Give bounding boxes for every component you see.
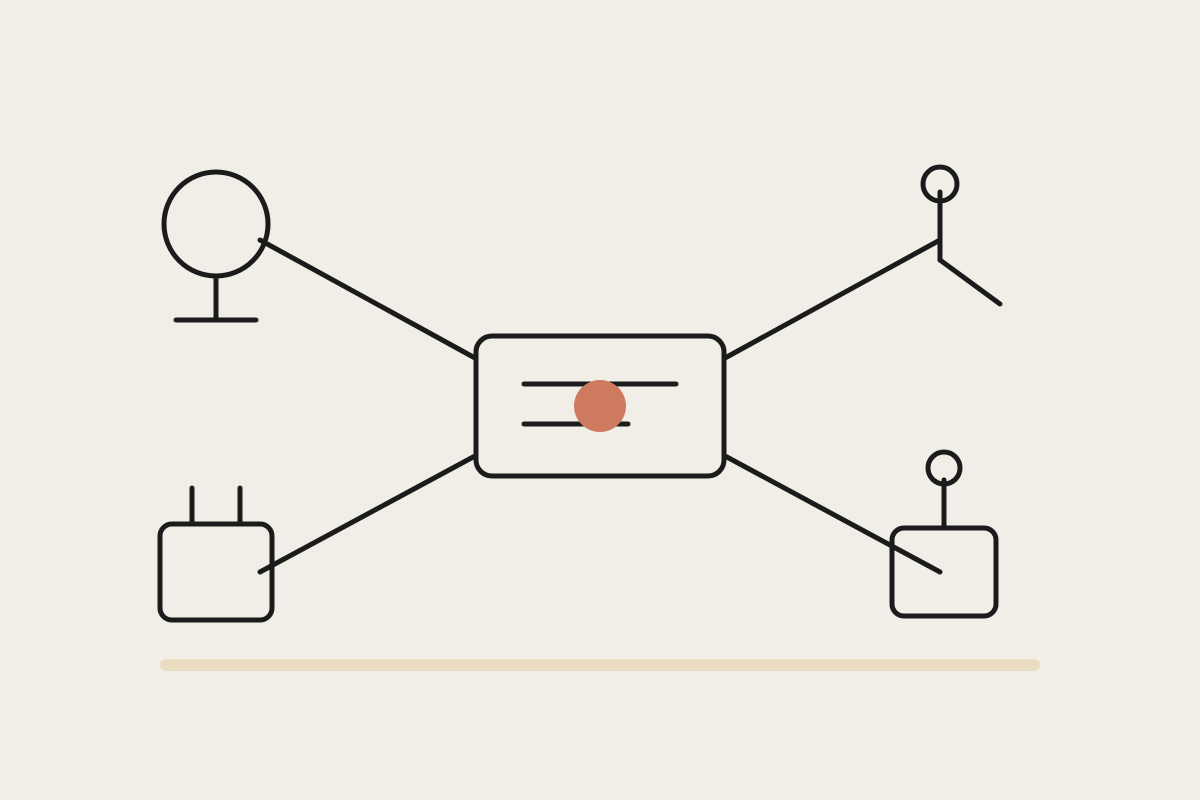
connector-top-left — [257, 237, 478, 361]
connector-bottom-left — [257, 453, 478, 575]
antenna-mast-icon — [920, 164, 1003, 307]
power-plug-icon — [157, 485, 275, 623]
router-with-antenna-icon — [889, 449, 999, 619]
status-dot-icon — [574, 380, 626, 432]
connector-bottom-right — [722, 453, 943, 575]
globe-on-stand-icon — [161, 169, 271, 323]
connector-top-right — [722, 237, 943, 361]
